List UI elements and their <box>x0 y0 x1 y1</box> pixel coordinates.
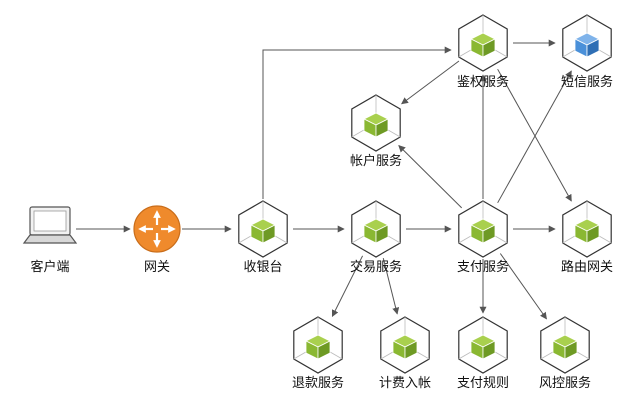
node-client: 客户端 <box>22 206 78 275</box>
edge-cashier-to-auth <box>262 46 452 199</box>
service-cube-icon <box>238 200 288 258</box>
node-refund-label: 退款服务 <box>292 375 344 391</box>
node-risk: 风控服务 <box>539 316 591 391</box>
edge-auth-to-route <box>497 68 572 202</box>
node-payrules-label: 支付规则 <box>457 376 509 391</box>
node-pay: 支付服务 <box>457 200 509 275</box>
node-auth: 鉴权服务 <box>457 14 509 90</box>
edge-trade-to-billing <box>382 257 400 315</box>
router-icon <box>133 205 181 253</box>
service-cube-icon <box>458 14 508 72</box>
node-route: 路由网关 <box>561 200 613 275</box>
node-account-label: 帐户服务 <box>350 153 402 169</box>
node-billing: 计费入帐 <box>379 316 431 391</box>
service-cube-icon <box>540 316 590 374</box>
edge-trade-to-refund <box>331 255 364 318</box>
node-gateway-label: 网关 <box>144 260 170 275</box>
node-client-label: 客户端 <box>30 259 69 275</box>
node-pay-label: 支付服务 <box>457 259 509 275</box>
node-auth-label: 鉴权服务 <box>457 74 509 90</box>
node-sms: 短信服务 <box>561 14 613 90</box>
service-cube-blue-icon <box>562 14 612 72</box>
node-cashier-label: 收银台 <box>243 260 282 275</box>
service-cube-icon <box>562 200 612 258</box>
node-sms-label: 短信服务 <box>561 74 613 90</box>
node-gateway: 网关 <box>133 205 181 275</box>
edge-pay-to-risk <box>499 253 547 320</box>
service-cube-icon <box>380 316 430 374</box>
edge-auth-to-account <box>401 60 460 105</box>
node-risk-label: 风控服务 <box>539 375 591 391</box>
service-cube-icon <box>458 316 508 374</box>
node-payrules: 支付规则 <box>457 316 509 391</box>
service-cube-icon <box>458 200 508 258</box>
node-route-label: 路由网关 <box>561 259 613 275</box>
edges-layer <box>76 39 572 320</box>
node-billing-label: 计费入帐 <box>379 376 431 391</box>
node-trade: 交易服务 <box>350 200 402 275</box>
service-cube-icon <box>351 200 401 258</box>
service-cube-icon <box>351 94 401 152</box>
edge-pay-to-sms <box>497 70 572 204</box>
node-trade-label: 交易服务 <box>350 259 402 275</box>
laptop-icon <box>22 206 78 244</box>
node-refund: 退款服务 <box>292 316 344 391</box>
edge-pay-to-account <box>398 145 463 209</box>
node-account: 帐户服务 <box>350 94 402 169</box>
service-cube-icon <box>293 316 343 374</box>
node-cashier: 收银台 <box>238 200 288 275</box>
